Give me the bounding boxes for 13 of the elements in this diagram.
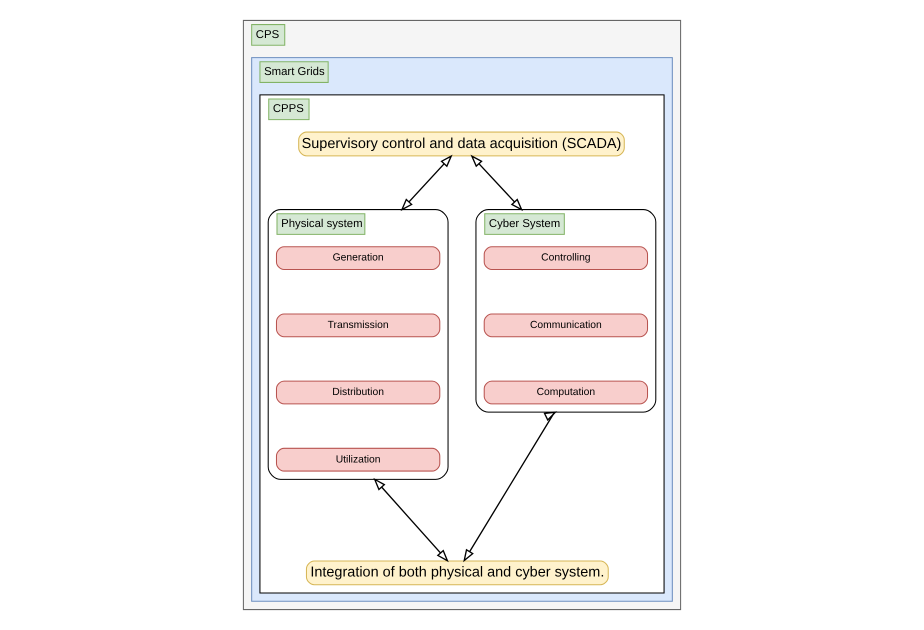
arrow [463, 411, 558, 562]
node-box: Distribution [276, 380, 440, 404]
arrow [400, 154, 453, 212]
node-box: Computation [484, 380, 648, 404]
node-box: Generation [276, 246, 440, 270]
node-box: Communication [484, 313, 648, 338]
arrow [470, 154, 523, 212]
node-box: Utilization [276, 448, 440, 472]
arrow [373, 478, 449, 562]
node-box: Transmission [276, 313, 440, 338]
node-box: Controlling [484, 246, 648, 270]
node-box: Integration of both physical and cyber system. [306, 560, 609, 586]
node-box: Supervisory control and data acquisition (SCADA) [298, 132, 625, 156]
